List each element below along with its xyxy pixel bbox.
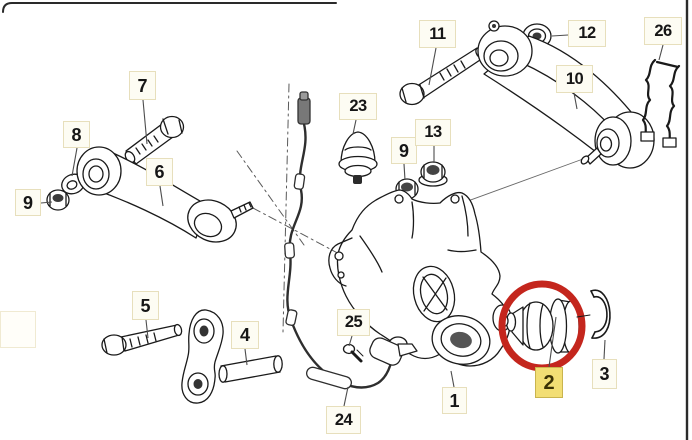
- part-3-snap-ring: [576, 289, 611, 339]
- part-24-abs-sensor: [284, 91, 418, 390]
- part-13-nut: [418, 161, 448, 187]
- part-label-8[interactable]: 8: [63, 121, 90, 148]
- part-label-3[interactable]: 3: [592, 359, 617, 389]
- part-label-23[interactable]: 23: [339, 93, 377, 120]
- part-label-7[interactable]: 7: [129, 71, 156, 100]
- part-label-6[interactable]: 6: [146, 158, 173, 186]
- part-label-13[interactable]: 13: [415, 119, 451, 146]
- part-label-12[interactable]: 12: [568, 20, 606, 47]
- part-label-2[interactable]: 2: [535, 367, 563, 398]
- part-label-4[interactable]: 4: [231, 321, 259, 349]
- part-23-bump-stop: [338, 131, 378, 184]
- part-label-1[interactable]: 1: [442, 387, 467, 414]
- part-label-9-left[interactable]: 9: [15, 189, 41, 216]
- part-6-control-arm: [76, 146, 254, 243]
- part-label-26[interactable]: 26: [644, 17, 682, 45]
- part-5-bolt: [101, 323, 183, 356]
- part-label-10[interactable]: 10: [556, 65, 593, 93]
- part-label-25[interactable]: 25: [337, 309, 370, 336]
- part-label-5[interactable]: 5: [132, 291, 159, 320]
- part-label-9-center[interactable]: 9: [391, 137, 417, 164]
- part-26-bracket-clips: [640, 58, 681, 148]
- part-9-left-nut: [46, 189, 70, 211]
- part-4-link: [181, 309, 283, 404]
- part-11-bolt: [399, 47, 485, 106]
- part-label-edge-partial: [0, 311, 36, 348]
- part-label-24[interactable]: 24: [326, 406, 361, 434]
- part-7-bolt: [124, 115, 185, 165]
- part-label-11[interactable]: 11: [419, 20, 456, 48]
- part-1-wheel-carrier: [328, 189, 512, 367]
